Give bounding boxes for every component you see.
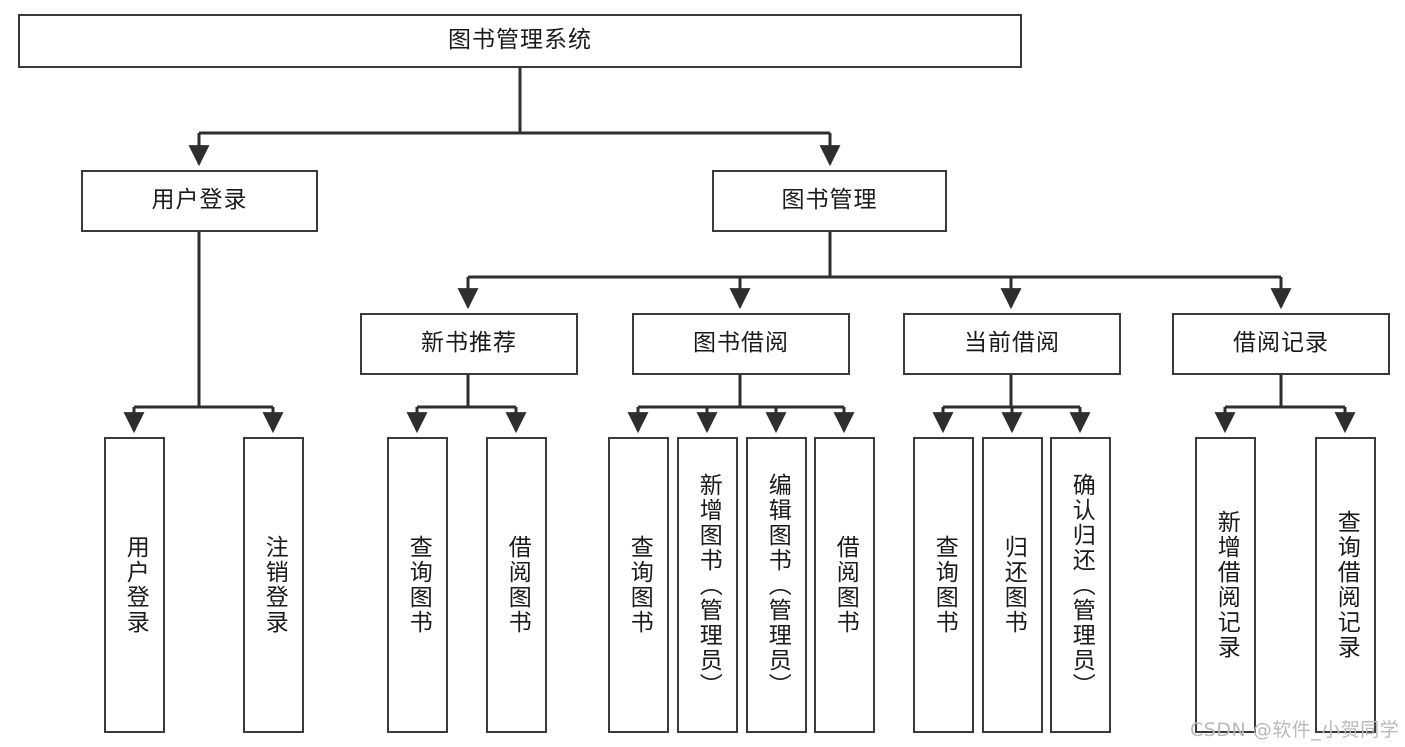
node-leaf-logout[interactable]: 注销登录 xyxy=(243,437,304,733)
node-user-login-label: 用户登录 xyxy=(151,187,248,214)
node-leaf-confirm-return-admin-label: 确认归还（管理员） xyxy=(1068,472,1095,698)
node-leaf-add-book-admin[interactable]: 新增图书（管理员） xyxy=(677,437,738,733)
node-borrow-record[interactable]: 借阅记录 xyxy=(1172,313,1390,375)
node-new-book-recommend[interactable]: 新书推荐 xyxy=(360,313,578,375)
node-leaf-logout-label: 注销登录 xyxy=(261,535,288,635)
node-leaf-borrow-book-recommend-label: 借阅图书 xyxy=(504,535,531,635)
node-leaf-borrow-book[interactable]: 借阅图书 xyxy=(814,437,875,733)
node-leaf-query-book-current-label: 查询图书 xyxy=(931,535,958,635)
node-leaf-query-book-recommend[interactable]: 查询图书 xyxy=(387,437,448,733)
node-leaf-return-book-label: 归还图书 xyxy=(1000,535,1027,635)
node-leaf-user-login[interactable]: 用户登录 xyxy=(104,437,165,733)
node-book-manage-label: 图书管理 xyxy=(781,187,878,214)
node-leaf-query-book-borrow[interactable]: 查询图书 xyxy=(608,437,669,733)
node-user-login[interactable]: 用户登录 xyxy=(81,170,318,232)
node-leaf-query-book-recommend-label: 查询图书 xyxy=(405,535,432,635)
node-borrow-record-label: 借阅记录 xyxy=(1233,330,1329,357)
node-leaf-confirm-return-admin[interactable]: 确认归还（管理员） xyxy=(1050,437,1111,733)
node-leaf-edit-book-admin-label: 编辑图书（管理员） xyxy=(764,472,791,698)
node-leaf-edit-book-admin[interactable]: 编辑图书（管理员） xyxy=(746,437,807,733)
node-new-book-recommend-label: 新书推荐 xyxy=(421,330,517,357)
node-leaf-borrow-book-recommend[interactable]: 借阅图书 xyxy=(486,437,547,733)
node-leaf-add-borrow-record[interactable]: 新增借阅记录 xyxy=(1195,437,1256,733)
node-leaf-add-book-admin-label: 新增图书（管理员） xyxy=(695,472,722,698)
node-leaf-query-borrow-record-label: 查询借阅记录 xyxy=(1333,510,1360,660)
node-current-borrow[interactable]: 当前借阅 xyxy=(903,313,1121,375)
node-book-borrow[interactable]: 图书借阅 xyxy=(632,313,850,375)
node-leaf-return-book[interactable]: 归还图书 xyxy=(982,437,1043,733)
node-book-manage[interactable]: 图书管理 xyxy=(712,170,947,232)
node-leaf-user-login-label: 用户登录 xyxy=(122,535,149,635)
watermark-text: CSDN @软件_小贺同学 xyxy=(1190,719,1400,741)
node-root-label: 图书管理系统 xyxy=(448,27,592,54)
node-book-borrow-label: 图书借阅 xyxy=(693,330,789,357)
node-leaf-borrow-book-label: 借阅图书 xyxy=(832,535,859,635)
node-leaf-query-book-current[interactable]: 查询图书 xyxy=(913,437,974,733)
node-leaf-query-book-borrow-label: 查询图书 xyxy=(626,535,653,635)
node-leaf-add-borrow-record-label: 新增借阅记录 xyxy=(1213,510,1240,660)
node-leaf-query-borrow-record[interactable]: 查询借阅记录 xyxy=(1315,437,1376,733)
node-current-borrow-label: 当前借阅 xyxy=(964,330,1060,357)
node-root[interactable]: 图书管理系统 xyxy=(18,14,1022,68)
